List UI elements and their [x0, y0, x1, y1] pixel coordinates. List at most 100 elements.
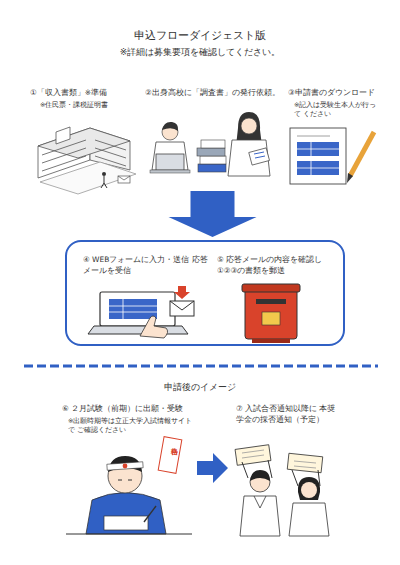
celebrating-person [294, 461, 316, 463]
laptop [140, 316, 168, 338]
note-text: ※出願時期等は立正大学入試情報サイトで ご確認ください [68, 417, 195, 436]
book-stack [200, 156, 226, 164]
examinee-figure [128, 480, 132, 481]
step-group: ①「収入書類」※準備 ※住民票・課税証明書 [30, 88, 140, 183]
teacher-figure [254, 152, 264, 154]
pencil [350, 132, 374, 176]
celebrating-person [254, 496, 266, 508]
celebrating-person [287, 453, 329, 536]
note-text: ⑤ 応答メールの内容を確認し ①②③の書類を郵送 [217, 255, 335, 277]
examinee-figure [107, 462, 143, 470]
examinee-figure [118, 480, 122, 481]
diagram-title: 申込フローダイジェスト版 [0, 28, 400, 44]
application-form [297, 142, 339, 156]
celebrating-person [287, 453, 322, 472]
mail-icon [174, 286, 190, 299]
celebrating-person [242, 450, 264, 453]
school-building [95, 148, 126, 158]
note-text: ※記入は受験生本人が行って ください [294, 101, 378, 120]
application-form [297, 168, 339, 169]
school-building [38, 127, 136, 194]
small-person [104, 183, 107, 188]
section-heading: 申請後のイメージ [0, 381, 400, 393]
school-building [56, 127, 70, 144]
small-person [101, 172, 107, 188]
examinee-figure [123, 464, 128, 469]
note-text: ※詳細は募集要項を確認してください。 [0, 46, 400, 59]
celebrating-person [298, 477, 320, 500]
student-figure [152, 142, 188, 170]
pass-paper [158, 437, 182, 474]
rounded-box: ④ WEBフォームに入力・送信 応答メールを受信 ⑤ 応答メールの内容を確認し ①… [65, 240, 345, 346]
step-text: ①「収入書類」※準備 [30, 88, 140, 99]
book-stack [197, 140, 226, 172]
school-building [40, 162, 136, 194]
examinee-figure [144, 506, 156, 522]
school-building [38, 128, 130, 158]
application-form [311, 161, 312, 175]
book-stack [198, 164, 226, 172]
step-text: ③申請書のダウンロード [288, 88, 378, 99]
school-building [42, 140, 86, 155]
step-text: ④ WEBフォームに入力・送信 応答メールを受信 [83, 255, 211, 277]
application-form [290, 128, 346, 184]
book-stack [201, 140, 225, 148]
application-form [297, 136, 330, 137]
envelope [118, 176, 130, 183]
pass-paper [158, 437, 182, 474]
celebrating-person [289, 503, 329, 536]
laptop [109, 299, 157, 319]
mailbox [242, 284, 300, 343]
laptop [100, 292, 175, 326]
laptop [123, 299, 124, 319]
mail-icon [170, 286, 194, 316]
step-group: ③申請書のダウンロード ※記入は受験生本人が行って ください [288, 88, 378, 183]
step-text: ⑥ ２月試験（前期）に出願・受験 [62, 404, 195, 415]
examinee-figure [66, 534, 192, 535]
step-group: ⑦ 入試合否通知以降に 本奨学金の採否通知（予定） [232, 398, 337, 538]
mailbox [245, 289, 297, 339]
application-form [311, 142, 312, 156]
celebrating-person [250, 470, 270, 481]
mailbox [256, 299, 286, 304]
celebrating-person [292, 470, 298, 486]
note-text: ※住民票・課税証明書 [40, 101, 140, 110]
celebrating-person [294, 466, 316, 468]
teacher-figure [255, 156, 265, 158]
laptop [88, 326, 188, 334]
student-figure [156, 154, 184, 170]
dashed-separator [24, 365, 378, 368]
mail-icon [170, 301, 194, 310]
laptop [109, 306, 157, 307]
book-stack [197, 148, 225, 156]
application-form [297, 149, 339, 150]
flow-arrow [197, 453, 228, 483]
small-person [104, 176, 105, 183]
celebrating-person [240, 496, 280, 536]
mailbox [252, 339, 290, 343]
teacher-figure [228, 112, 270, 176]
step-text: ②出身高校に「調査書」の発行依頼。 [145, 88, 280, 99]
laptop [109, 312, 157, 313]
application-form [297, 161, 339, 175]
mailbox [262, 312, 280, 325]
small-person [102, 172, 106, 176]
examinee-figure [104, 516, 148, 530]
examinee-figure [86, 493, 166, 535]
application-form [290, 128, 346, 184]
celebrating-person [235, 445, 280, 536]
pencil [347, 132, 374, 183]
teacher-figure [241, 118, 257, 134]
celebrating-person [235, 445, 271, 466]
step-group: ⑥ ２月試験（前期）に出願・受験 ※出願時期等は立正大学入試情報サイトで ご確認く… [50, 398, 195, 538]
small-person [101, 183, 104, 188]
pencil [347, 173, 353, 183]
envelope [118, 176, 130, 180]
teacher-figure [228, 140, 270, 176]
school-building [95, 140, 126, 150]
student-figure [150, 122, 190, 173]
step-group: ②出身高校に「調査書」の発行依頼。 [145, 88, 280, 185]
